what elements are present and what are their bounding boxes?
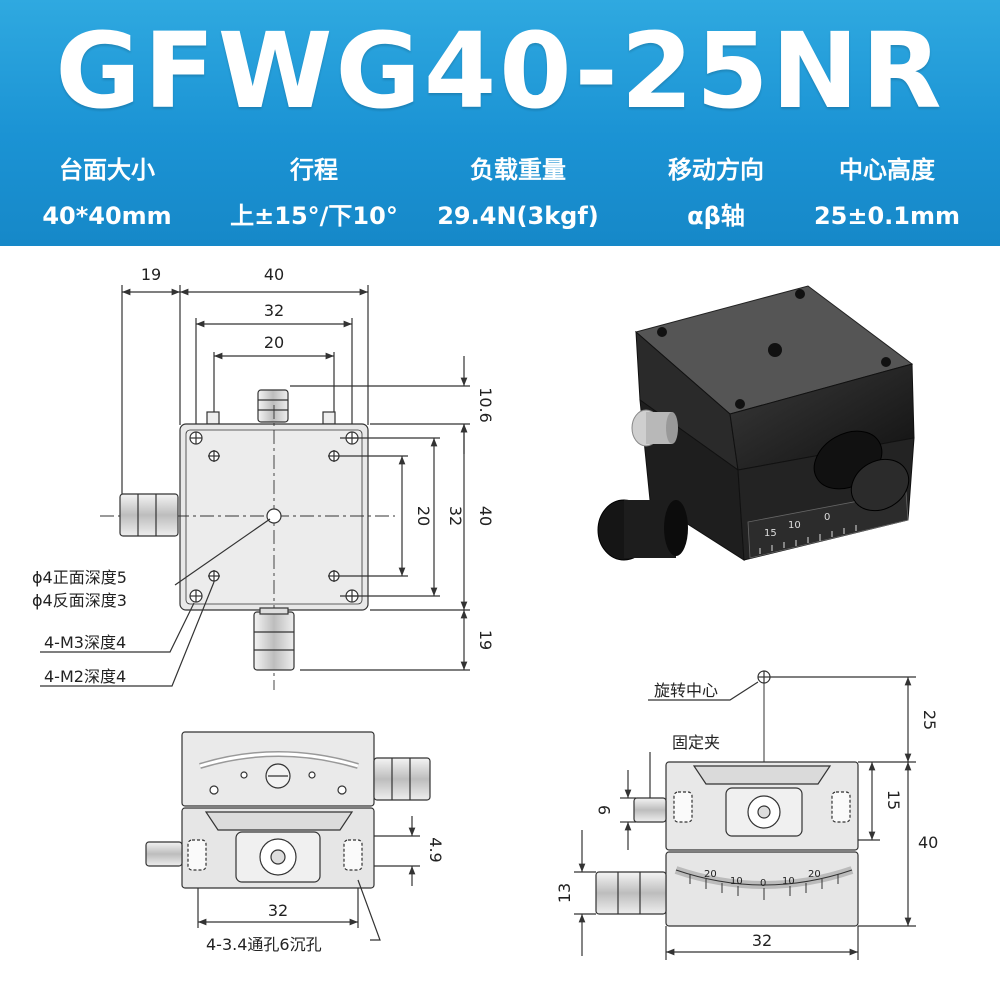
side-lower-block [665,851,859,927]
photo-scale-0: 0 [824,512,830,523]
dim-32-side: 32 [752,931,772,950]
top-view [40,285,470,690]
note-m3: 4-M3深度4 [44,633,126,652]
spec-load: 负载重量 29.4N(3kgf) [418,150,618,236]
dim-40-v: 40 [476,506,495,526]
leader-phi4 [174,518,271,586]
spec-label: 中心高度 [839,156,935,184]
leader-hole [357,879,381,941]
dim-13: 13 [555,883,574,903]
dim-20-v: 20 [414,506,433,526]
spec-center-height: 中心高度 25±0.1mm [787,150,987,236]
side-scale-label: 20 [704,869,717,880]
spec-value: 40*40mm [42,202,172,230]
photo-scale-15: 15 [764,528,777,539]
front-left-screw [145,841,183,867]
front-right-knob [373,757,431,801]
spec-label: 台面大小 [59,156,155,184]
spec-value: αβ轴 [687,202,745,230]
spec-label: 行程 [290,156,338,184]
leader-m3 [40,602,195,653]
spec-value: 25±0.1mm [813,202,961,230]
note-front: ϕ4正面深度5 [32,568,127,587]
photo-scale-10: 10 [788,520,801,531]
spec-travel: 行程 上±15°/下10° [214,150,414,236]
label-clamp: 固定夹 [672,733,720,752]
dim-19-v: 19 [476,630,495,650]
leader-m2 [40,581,215,687]
spec-table: 台面大小 40*40mm 行程 上±15°/下10° 负载重量 29.4N(3k… [0,150,1000,240]
center-hole [266,508,282,524]
dim-4-9: 4.9 [426,837,445,862]
spec-value: 29.4N(3kgf) [437,202,599,230]
spec-label: 移动方向 [668,156,764,184]
pin [322,411,336,425]
spec-direction: 移动方向 αβ轴 [616,150,816,236]
dim-40-top: 40 [264,265,284,284]
left-knob [119,493,179,537]
spec-label: 负载重量 [470,156,566,184]
dim-40-side: 40 [918,833,938,852]
dim-32-front: 32 [268,901,288,920]
side-view-labels: 旋转中心 固定夹 25 9 15 40 13 32 20 10 0 10 20 [555,681,939,950]
product-model-title: GFWG40-25NR [55,10,945,132]
dim-32-top: 32 [264,301,284,320]
spec-value: 上±15°/下10° [230,202,398,230]
top-view-labels: 19 40 32 20 10.6 20 32 40 19 ϕ4正面深度5 ϕ4反… [32,265,495,686]
side-clamp-screw [633,797,667,823]
dim-10-6: 10.6 [476,387,495,423]
side-left-knob [595,871,667,915]
note-m2: 4-M2深度4 [44,667,126,686]
bottom-knob [253,611,295,671]
top-knob [257,389,289,423]
front-view-labels: 4.9 32 4-3.4通孔6沉孔 [206,837,445,954]
note-back: ϕ4反面深度3 [32,591,127,610]
side-scale-label: 10 [730,876,743,887]
side-scale-label: 10 [782,876,795,887]
product-photo: 15 10 0 [597,285,915,561]
title-banner: GFWG40-25NR 台面大小 40*40mm 行程 上±15°/下10° 负… [0,0,1000,246]
dim-9: 9 [595,805,614,815]
dim-32-v: 32 [446,506,465,526]
side-scale-label: 0 [760,878,766,889]
dim-19-top: 19 [141,265,161,284]
label-rotation-center: 旋转中心 [654,681,718,700]
pin [206,411,220,425]
note-hole: 4-3.4通孔6沉孔 [206,935,322,954]
dim-20-top: 20 [264,333,284,352]
side-scale-label: 20 [808,869,821,880]
side-view [574,670,916,960]
spec-table-size: 台面大小 40*40mm [7,150,207,236]
dim-15: 15 [884,790,903,810]
dim-25: 25 [920,710,939,730]
front-view [145,731,431,941]
